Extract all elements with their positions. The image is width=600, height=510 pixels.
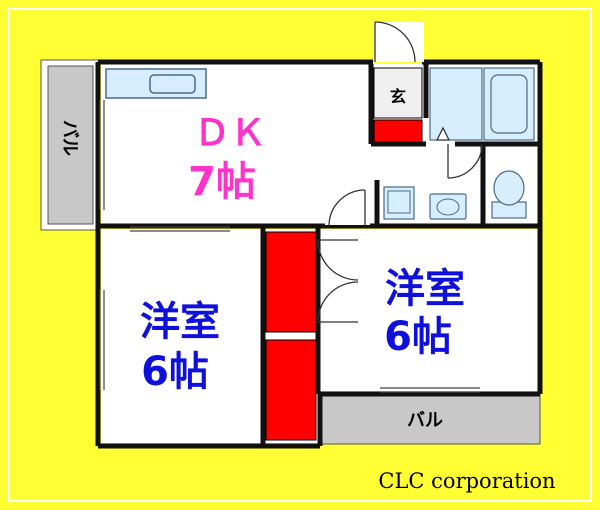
doors [317, 21, 483, 323]
closet-lower [265, 339, 317, 441]
closet-upper [265, 231, 317, 333]
western-left-floor [101, 229, 263, 443]
walls [95, 59, 543, 449]
kitchen-sink [149, 74, 196, 94]
dk-room-name: ＤＫ [194, 113, 266, 154]
washing-machine-slot [383, 186, 415, 220]
balcony-left [47, 65, 94, 225]
windows [99, 100, 480, 393]
western-left-name: 洋室 [140, 299, 220, 345]
western-right-floor [318, 229, 538, 391]
toilet-bowl [493, 170, 525, 206]
shoe-cabinet [373, 119, 423, 143]
balcony-left-label: バル [59, 120, 80, 156]
wash-basin-bowl [436, 198, 460, 216]
western-right-size: 6帖 [384, 314, 452, 360]
balcony-bottom [319, 393, 541, 445]
dk-room-size: 7帖 [188, 159, 256, 205]
credit-text: CLC corporation [378, 469, 555, 493]
entrance-label: 玄 [390, 87, 406, 106]
plan-frame [8, 8, 592, 502]
western-left-size: 6帖 [141, 349, 209, 395]
western-right-name: 洋室 [385, 266, 465, 312]
washing-machine-inner [387, 190, 411, 214]
balcony-bottom-label: バル [407, 410, 443, 431]
bathtub-basin [490, 74, 528, 134]
washroom [429, 67, 483, 141]
genkan-step [373, 67, 423, 119]
